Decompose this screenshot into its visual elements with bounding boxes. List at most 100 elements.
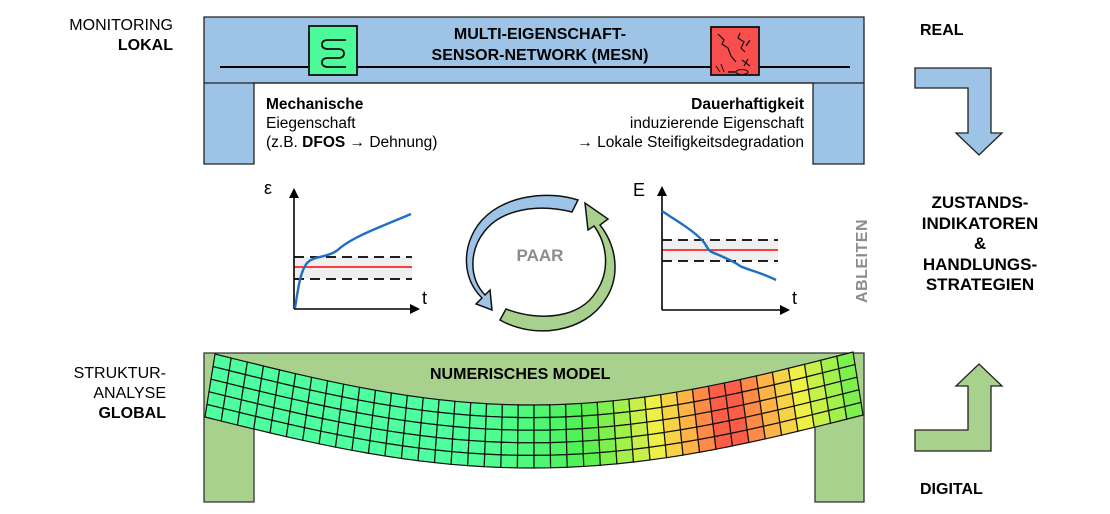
mesh-element [434,436,454,453]
mesh-element [302,426,322,445]
mechanical-line2: Eiegenschaft [266,115,356,132]
mechanical-line3-prefix: (z.B. [266,134,303,151]
mesh-element [565,440,584,456]
mesh-element [517,416,535,431]
mesh-element [469,402,488,417]
mesh-element [681,438,701,456]
mechanical-heading: Mechanische [266,96,364,113]
mesh-element [582,452,601,468]
mesh-element [597,425,617,441]
mesh-element [549,428,568,444]
derive-label: ABLEITEN [854,219,871,303]
mechanical-property-block: Mechanische Eiegenschaft (z.B. DFOS → De… [266,95,437,152]
mesn-title-line1: MULTI-EIGENSCHAFT- [453,26,627,43]
mesh-element [613,423,633,440]
mesh-element [549,403,567,419]
mechanical-line3: (z.B. DFOS → Dehnung) [266,133,437,152]
mesh-element [450,451,469,467]
mesh-element [436,411,455,428]
mesh-element [516,454,535,469]
crack-sensor-icon [710,26,760,76]
result-line: STRATEGIEN [925,275,1035,294]
mesh-element [844,401,864,420]
mesn-title-line2: SENSOR-NETWORK (MESN) [431,47,649,64]
mesh-element [549,416,567,431]
monitoring-label: MONITORING LOKAL [20,16,173,56]
mesh-element [581,426,600,442]
mesh-element [697,435,717,453]
mesh-element [730,429,750,447]
mesh-element [484,428,503,443]
dfos-text: DFOS [302,134,346,151]
monitoring-text: MONITORING [69,17,173,34]
mesh-element [648,444,668,461]
mesh-element [467,452,486,468]
mesh-element [631,446,651,463]
mesh-element [566,453,585,468]
mesh-element [351,437,371,454]
mesh-element [549,454,568,469]
strain-time-label: t [422,288,428,308]
mesh-element [582,439,601,455]
mesh-element [485,403,503,418]
mesh-element [596,400,615,416]
durability-heading: Dauerhaftigkeit [691,96,804,113]
modulus-time-label: t [792,288,798,308]
mesh-element [501,416,519,431]
mesh-element [334,433,355,452]
result-block: ZUSTANDS- INDIKATOREN & HANDLUNGS- STRAT… [910,193,1050,296]
modulus-curve [661,210,777,282]
mesh-element [451,425,471,442]
mesh-element [384,442,404,460]
mesh-element [285,423,306,442]
mesh-element [468,427,487,443]
mesh-element [565,402,583,418]
mesh-element [580,401,599,417]
mesh-element [533,441,552,457]
durability-property-block: Dauerhaftigkeit induzierende Eigenschaft… [577,95,804,152]
mesh-element [451,438,470,454]
mesh-element [453,400,472,416]
mesh-element [500,429,519,444]
mesh-element [318,430,338,448]
mesh-element [713,432,734,450]
mesh-element [565,415,583,431]
mesh-element [533,404,551,419]
mesh-element [599,450,618,466]
mesh-element [435,424,455,440]
mesh-element [484,440,503,456]
mesh-element [483,453,502,469]
global-text: GLOBAL [98,405,166,422]
mesh-element [533,454,552,469]
mesh-element [746,425,766,444]
tolerance-band [294,257,412,279]
struktur-text: STRUKTUR- [73,365,166,382]
mesh-element [485,415,503,431]
modulus-plot [657,186,790,315]
mesh-element [468,414,487,430]
real-label: REAL [920,22,964,39]
result-line: INDIKATOREN [921,213,1039,233]
strain-plot [289,188,420,314]
mesh-element [565,427,584,443]
mesh-element [664,441,684,459]
mesh-element [500,441,519,456]
digital-up-arrow [914,363,1004,452]
mesn-title: MULTI-EIGENSCHAFT- SENSOR-NETWORK (MESN) [380,24,700,66]
real-down-arrow [914,67,1004,156]
mesh-element [517,404,535,419]
mesh-element [598,437,617,454]
result-line: ZUSTANDS- [931,193,1029,212]
mesh-element [516,442,535,457]
fe-mesh [204,351,864,469]
mesh-element [613,410,632,427]
fiber-sensor-icon [308,25,358,76]
mesh-element [517,429,535,444]
mesh-element [433,449,453,465]
mesh-element [452,413,471,429]
result-line: HANDLUNGS- [922,254,1038,274]
strain-curve [293,212,412,309]
mesh-element [549,441,568,456]
durability-line3: → Lokale Steifigkeitsdegradation [577,134,804,151]
